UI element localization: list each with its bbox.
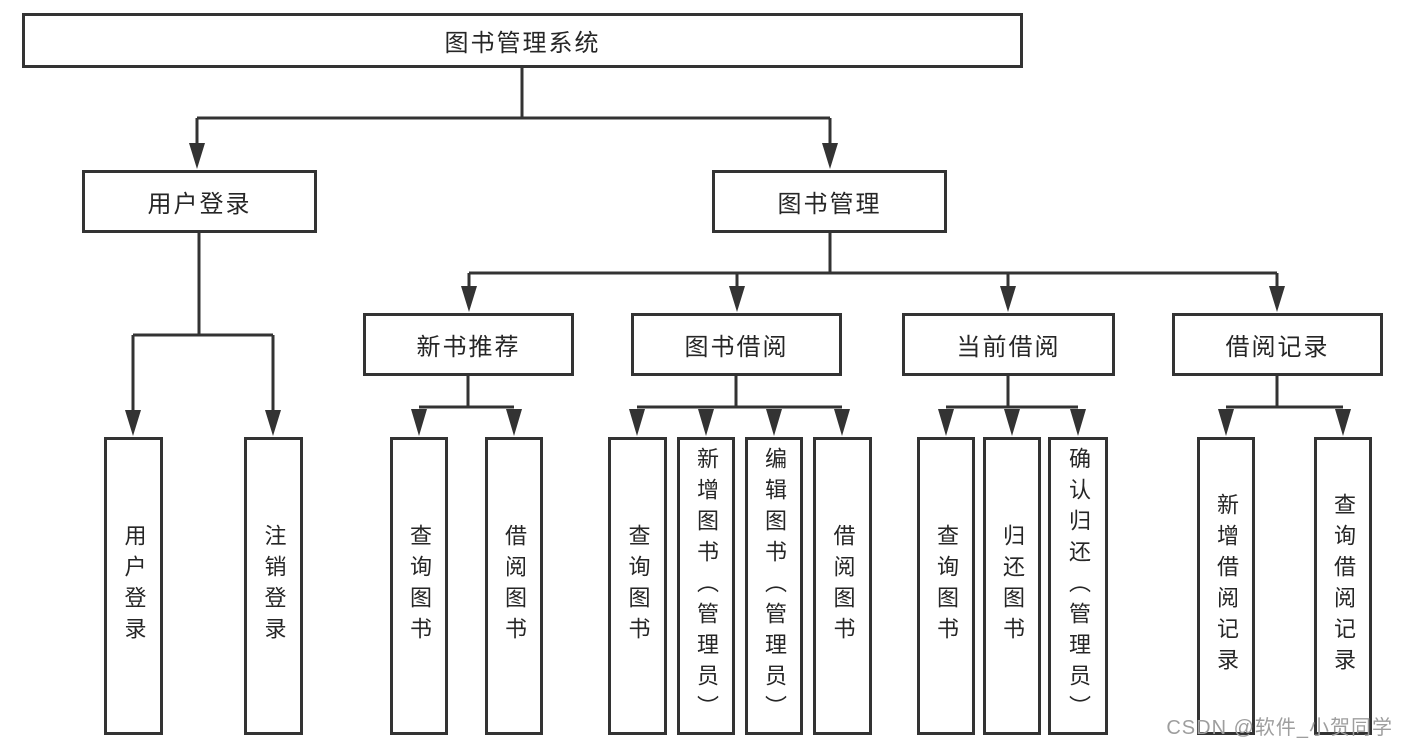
leaf-user-login: 用户登录 xyxy=(104,437,163,735)
leaf-add-borrow-record: 新增借阅记录 xyxy=(1197,437,1255,735)
node-borrowing-records: 借阅记录 xyxy=(1172,313,1383,376)
connector-wires xyxy=(131,68,1343,414)
node-user-login: 用户登录 xyxy=(82,170,317,233)
node-current-borrowing: 当前借阅 xyxy=(902,313,1115,376)
node-library-management-system: 图书管理系统 xyxy=(22,13,1023,68)
leaf-query-books-borrow: 查询图书 xyxy=(608,437,667,735)
csdn-watermark: CSDN @软件_小贺同学 xyxy=(1166,717,1393,739)
leaf-borrow-books: 借阅图书 xyxy=(813,437,872,735)
leaf-borrow-books-recommend: 借阅图书 xyxy=(485,437,543,735)
leaf-confirm-return-admin: 确认归还（管理员） xyxy=(1048,437,1108,735)
leaf-query-borrow-record: 查询借阅记录 xyxy=(1314,437,1372,735)
leaf-logout: 注销登录 xyxy=(244,437,303,735)
arrowheads xyxy=(125,143,1351,436)
leaf-return-books: 归还图书 xyxy=(983,437,1041,735)
leaf-query-books-current: 查询图书 xyxy=(917,437,975,735)
node-book-management: 图书管理 xyxy=(712,170,947,233)
node-new-book-recommendation: 新书推荐 xyxy=(363,313,574,376)
leaf-add-books-admin: 新增图书（管理员） xyxy=(677,437,735,735)
leaf-edit-books-admin: 编辑图书（管理员） xyxy=(745,437,803,735)
node-book-borrowing: 图书借阅 xyxy=(631,313,842,376)
leaf-query-books-recommend: 查询图书 xyxy=(390,437,448,735)
